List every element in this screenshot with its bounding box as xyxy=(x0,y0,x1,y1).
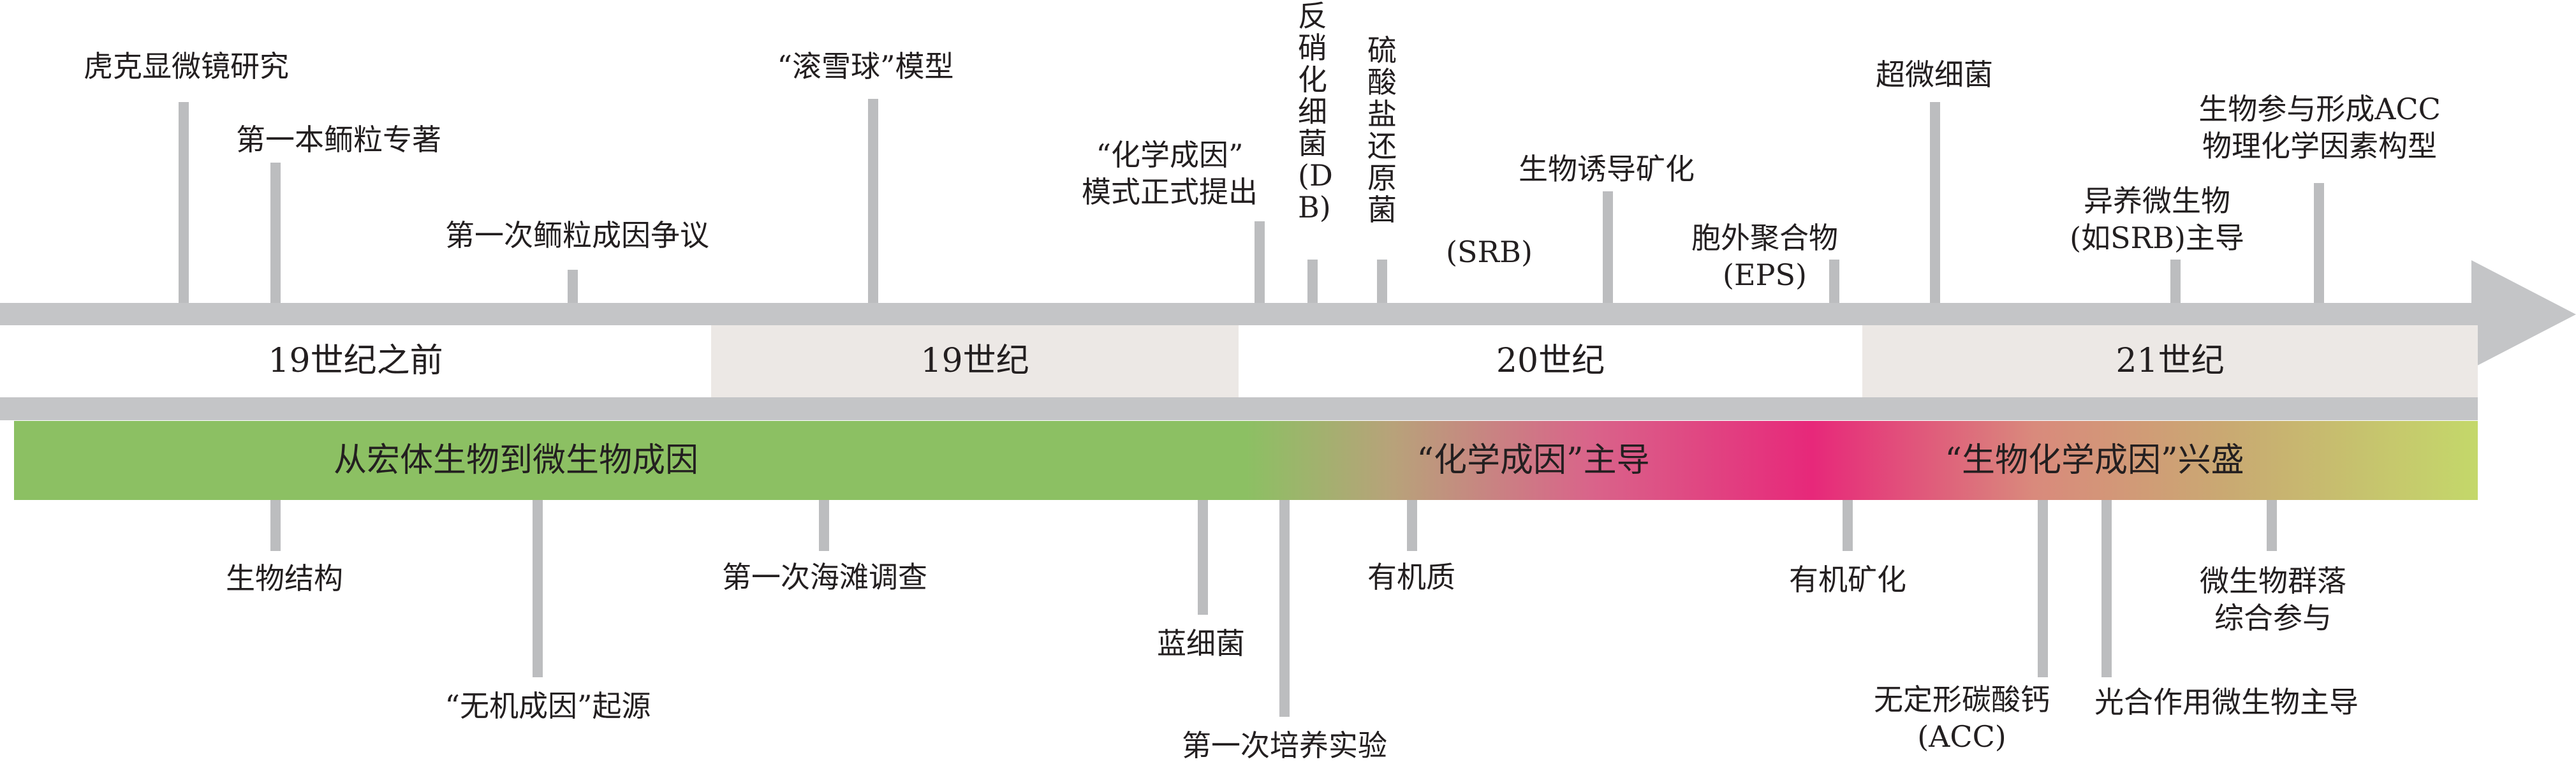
event-inorganic-origin: “无机成因”起源 xyxy=(445,689,651,723)
tick-culture-experiment xyxy=(1279,500,1290,717)
event-nanobacteria: 超微细菌 xyxy=(1876,57,1993,92)
event-first-culture-experiment: 第一次培养实验 xyxy=(1182,728,1387,763)
event-first-ooid-monograph: 第一本鲕粒专著 xyxy=(236,122,441,157)
tick-organomineralization xyxy=(1843,500,1853,551)
tick-first-monograph xyxy=(270,163,281,303)
event-sulfate-reducing-bacteria: 硫酸盐还原菌 xyxy=(1367,33,1397,227)
event-amorphous-calcium-carbonate: 无定形碳酸钙 (ACC) xyxy=(1874,682,2050,754)
arrow-shaft xyxy=(0,303,2478,326)
era-19th: 19世纪 xyxy=(711,325,1239,397)
tick-srb xyxy=(1377,260,1387,303)
event-biologically-induced-mineralization: 生物诱导矿化 xyxy=(1519,152,1695,186)
tick-organic-matter xyxy=(1407,500,1417,551)
event-first-ooid-dispute: 第一次鲕粒成因争议 xyxy=(445,218,709,253)
tick-beach-survey xyxy=(819,500,829,551)
tick-inorganic-origin xyxy=(533,500,543,677)
era-pre-19th: 19世纪之前 xyxy=(0,325,711,397)
event-microbial-community: 微生物群落 综合参与 xyxy=(2200,564,2346,635)
tick-eps xyxy=(1829,260,1839,303)
event-bio-acc-formation: 生物参与形成ACC 物理化学因素构型 xyxy=(2198,92,2441,163)
tick-denitrifying xyxy=(1307,260,1318,303)
event-heterotrophic-microbes: 异养微生物 (如SRB)主导 xyxy=(2070,184,2244,255)
arrow-head xyxy=(2471,260,2576,369)
tick-biomineralization xyxy=(1603,191,1613,303)
event-organic-matter: 有机质 xyxy=(1367,560,1455,594)
phase-band xyxy=(14,421,2478,500)
tick-nanobacteria xyxy=(1930,102,1940,303)
era-21st: 21世纪 xyxy=(1862,325,2478,397)
tick-acc-formation xyxy=(2314,183,2324,303)
event-photosynthetic-microbes: 光合作用微生物主导 xyxy=(2094,685,2359,719)
tick-cyanobacteria xyxy=(1198,500,1208,615)
event-organomineralization: 有机矿化 xyxy=(1789,562,1906,597)
event-srb-abbr: (SRB) xyxy=(1446,235,1533,269)
event-cyanobacteria: 蓝细菌 xyxy=(1157,626,1245,661)
tick-bio-structure xyxy=(270,500,281,551)
phase-biochemical-origin: “生物化学成因”兴盛 xyxy=(1945,441,2244,480)
era-band-bottom-rule xyxy=(0,397,2478,420)
event-chemical-model-proposed: “化学成因” 模式正式提出 xyxy=(1082,138,1258,209)
tick-hooke xyxy=(179,102,189,303)
event-snowball-model: “滚雪球”模型 xyxy=(777,49,954,84)
event-hooke-microscopy: 虎克显微镜研究 xyxy=(84,49,289,84)
tick-community xyxy=(2267,500,2277,551)
tick-snowball xyxy=(868,99,878,303)
tick-first-dispute xyxy=(568,270,578,303)
event-biological-structure: 生物结构 xyxy=(226,561,343,596)
event-first-beach-survey: 第一次海滩调查 xyxy=(722,560,927,594)
event-eps: 胞外聚合物 (EPS) xyxy=(1691,221,1838,292)
tick-heterotrophic xyxy=(2170,260,2181,303)
era-20th: 20世纪 xyxy=(1239,325,1862,397)
tick-chemical-model xyxy=(1255,221,1265,303)
phase-chemical-origin: “化学成因”主导 xyxy=(1417,441,1650,480)
tick-photosynthetic xyxy=(2101,500,2112,677)
phase-macro-to-microbial: 从宏体生物到微生物成因 xyxy=(333,441,699,480)
tick-acc xyxy=(2038,500,2048,677)
event-denitrifying-bacteria: 反硝化细菌(DB) xyxy=(1298,0,1333,224)
